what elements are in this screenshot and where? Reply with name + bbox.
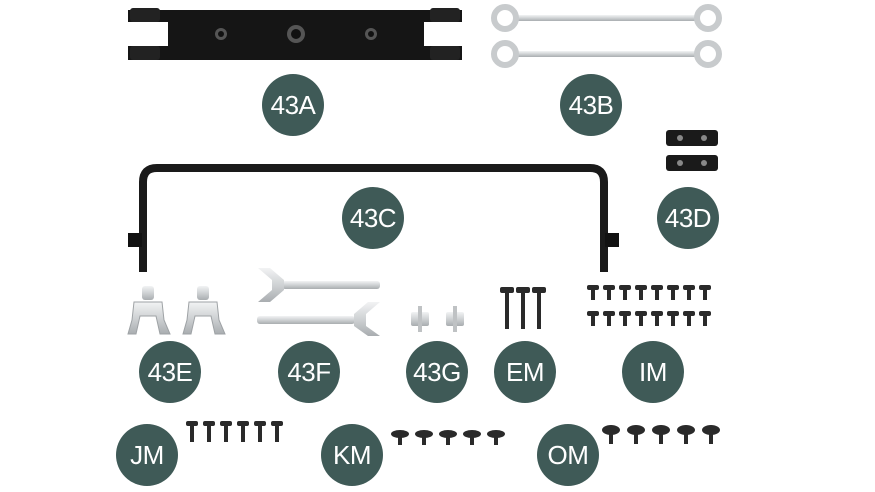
part-label-43c: 43C bbox=[342, 187, 404, 249]
part-label-om: OM bbox=[537, 424, 599, 486]
part-label-43f: 43F bbox=[278, 341, 340, 403]
bracket-plate-icon bbox=[666, 130, 718, 171]
part-label-em: EM bbox=[494, 341, 556, 403]
part-label-jm: JM bbox=[116, 424, 178, 486]
part-label-km: KM bbox=[321, 424, 383, 486]
part-label-43b: 43B bbox=[560, 74, 622, 136]
steering-arm-icon bbox=[257, 268, 380, 336]
long-screw-icon bbox=[500, 287, 546, 329]
anti-roll-bar-icon bbox=[128, 164, 619, 272]
flange-screw-icon bbox=[602, 425, 720, 444]
bushing-icon bbox=[411, 306, 464, 332]
mounting-plate-icon bbox=[128, 8, 462, 60]
part-label-43e: 43E bbox=[139, 341, 201, 403]
screw-icon bbox=[186, 421, 283, 442]
screw-icon bbox=[587, 285, 711, 326]
part-label-43g: 43G bbox=[406, 341, 468, 403]
pivot-fork-icon bbox=[127, 286, 226, 335]
part-label-im: IM bbox=[622, 341, 684, 403]
part-label-43a: 43A bbox=[262, 74, 324, 136]
part-label-43d: 43D bbox=[657, 187, 719, 249]
flat-head-screw-icon bbox=[391, 430, 505, 445]
tie-rod-icon bbox=[491, 4, 722, 68]
